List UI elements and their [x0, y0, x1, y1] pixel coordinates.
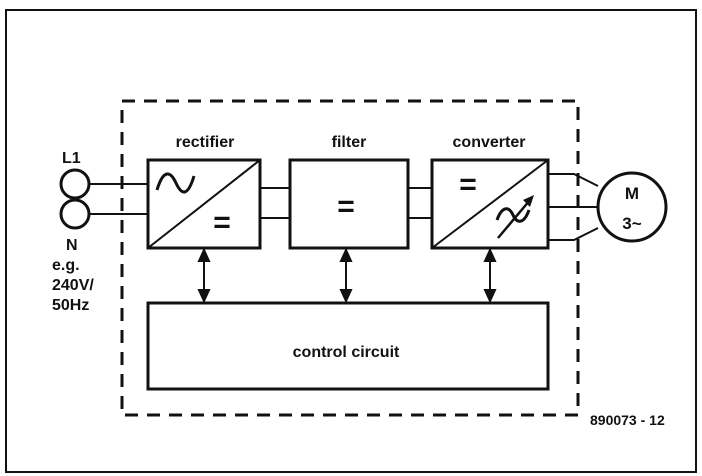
l1-terminal	[59, 168, 91, 200]
filter-control-arrow	[339, 247, 353, 304]
motor-phase-label: 3~	[622, 214, 641, 233]
rectifier-control-arrow	[197, 247, 211, 304]
motor-letter: M	[625, 184, 639, 203]
filter-block: =	[288, 158, 410, 250]
rectifier-block: =	[146, 158, 262, 250]
filter-label: filter	[332, 134, 367, 151]
variable-frequency-icon	[495, 195, 534, 239]
converter-label: converter	[453, 134, 526, 151]
converter-dc-symbol: =	[459, 168, 477, 201]
figure-id: 890073 - 12	[590, 412, 665, 428]
drive-enclosure	[120, 99, 580, 417]
converter-control-arrow	[483, 247, 497, 304]
supply-note-line-3: 50Hz	[52, 297, 89, 314]
supply-note-line-1: e.g.	[52, 257, 80, 274]
n-label: N	[66, 237, 78, 254]
control-links	[197, 247, 497, 304]
control-circuit-block	[146, 301, 550, 391]
motor-symbol	[596, 171, 668, 243]
rectifier-label: rectifier	[176, 134, 235, 151]
n-terminal	[59, 198, 91, 230]
ac-sine-icon	[155, 172, 196, 194]
figure-frame	[5, 9, 697, 473]
supply-note-line-2: 240V/	[52, 277, 94, 294]
filter-dc-symbol: =	[337, 190, 355, 223]
control-circuit-label: control circuit	[293, 344, 400, 361]
converter-block: =	[430, 158, 550, 250]
l1-label: L1	[62, 150, 81, 167]
interconnect-wires	[89, 173, 599, 241]
rectifier-dc-symbol: =	[213, 206, 231, 239]
